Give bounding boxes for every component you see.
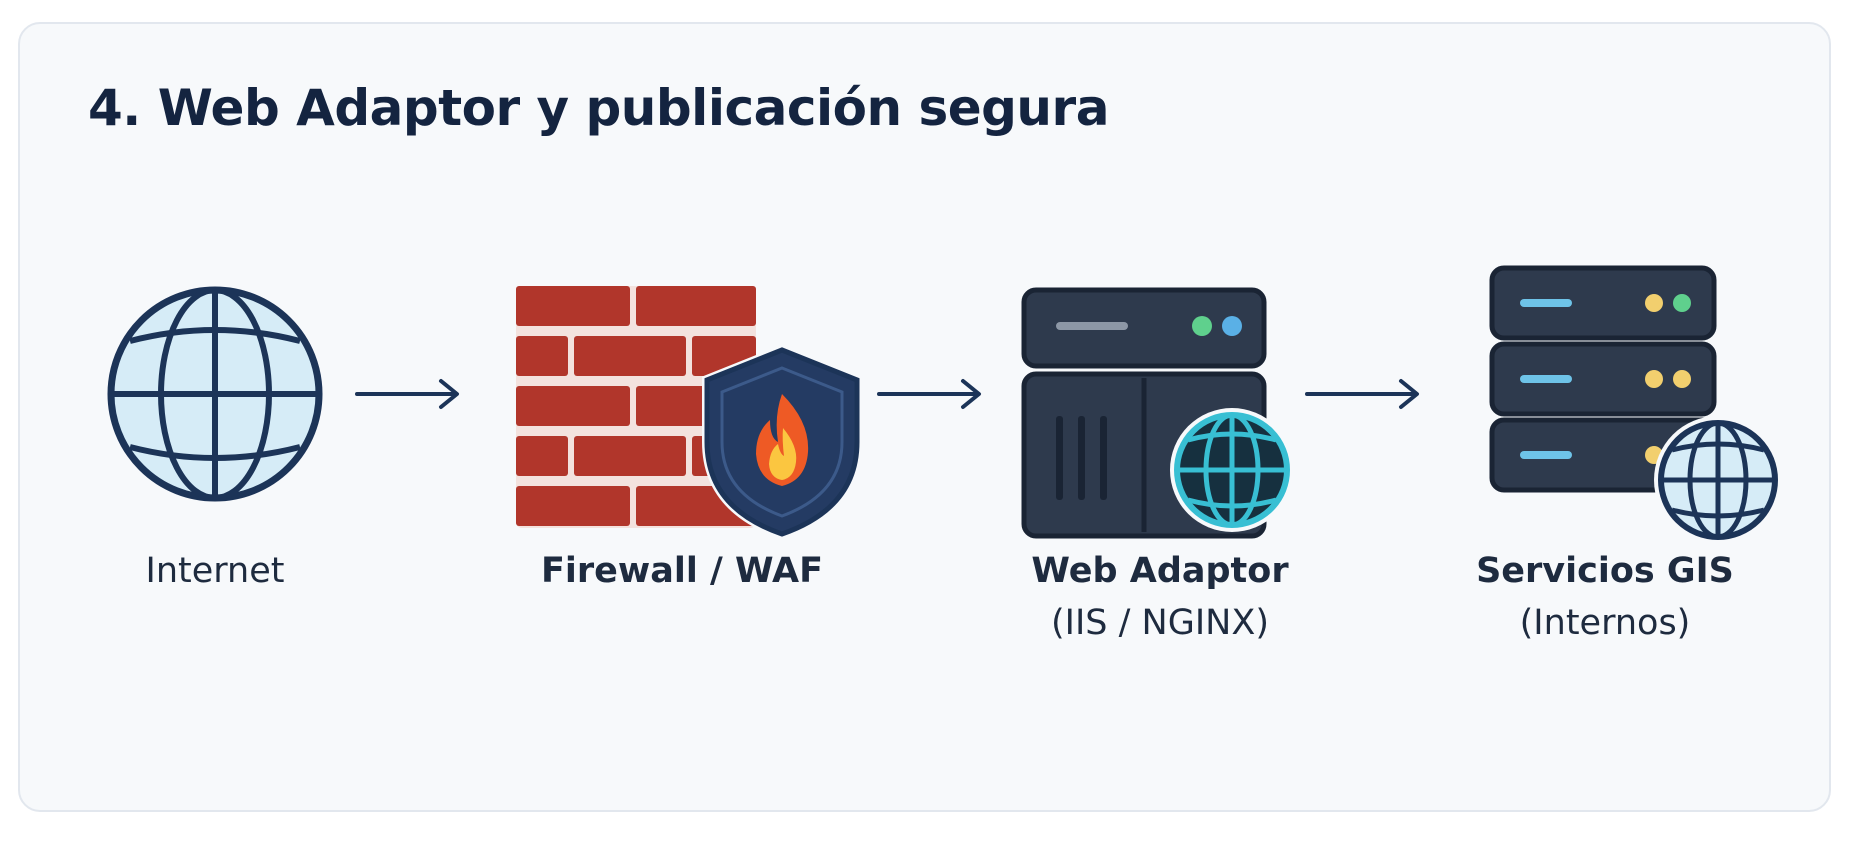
node-internet-title: Internet [145,551,285,591]
node-web-adaptor [1020,286,1300,542]
node-gis-subtitle: (Internos) [1519,602,1691,643]
node-gis-label: Servicios GIS (Internos) [1425,549,1785,646]
diagram-title: 4. Web Adaptor y publicación segura [88,79,1109,137]
arrow-internet-firewall [355,379,459,409]
arrow-webadaptor-gis [1305,379,1419,409]
arrow-firewall-webadaptor [877,379,981,409]
brick-wall-icon [516,286,862,540]
globe-icon [107,286,323,502]
node-gis-title: Servicios GIS [1476,551,1734,591]
node-web-adaptor-label: Web Adaptor (IIS / NGINX) [980,549,1340,646]
node-firewall-title: Firewall / WAF [540,551,824,591]
node-internet-label: Internet [35,549,395,595]
server-stack-icon [1489,265,1782,544]
node-firewall-label: Firewall / WAF [502,549,862,595]
node-gis [1488,264,1788,554]
server-icon [1021,287,1294,539]
node-web-adaptor-title: Web Adaptor [1031,551,1289,591]
gis-globe-icon [1654,416,1782,544]
diagram-card: 4. Web Adaptor y publicación segura Inte… [18,22,1831,812]
node-firewall [512,282,867,542]
flame-icon [756,394,809,486]
node-web-adaptor-subtitle: (IIS / NGINX) [1051,602,1269,643]
node-internet [100,279,330,579]
web-globe-icon [1170,408,1294,532]
